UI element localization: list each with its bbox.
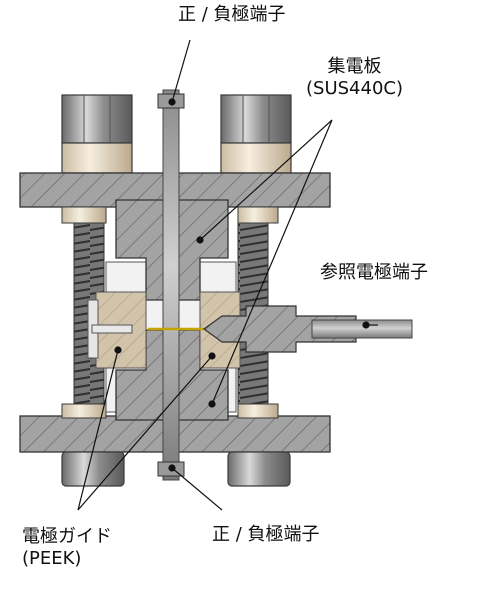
label-pos-neg-terminal-top: 正 / 負極端子 [178,4,286,25]
reference-terminal-rod [311,319,413,339]
bottom-right-nut [227,451,291,487]
label-current-collector-material: (SUS440C) [306,78,403,99]
bottom-left-nut [61,451,125,487]
label-pos-neg-terminal-bottom: 正 / 負極端子 [212,524,320,545]
label-electrode-guide: 電極ガイド (PEEK) [22,526,112,570]
leader-lines [77,39,378,511]
label-reference-terminal: 参照電極端子 [320,262,428,283]
label-electrode-guide-material: (PEEK) [22,548,82,569]
center-rod [162,89,180,481]
top-right-nut [220,94,292,174]
label-current-collector: 集電板 (SUS440C) [306,56,403,100]
top-left-nut [61,94,133,174]
label-electrode-guide-name: 電極ガイド [22,526,112,547]
label-current-collector-name: 集電板 [327,56,382,77]
